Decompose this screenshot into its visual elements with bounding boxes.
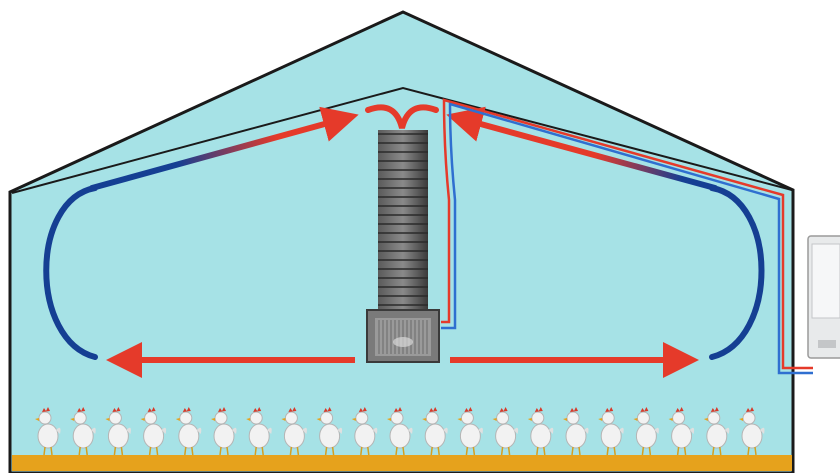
chicken-icon (422, 407, 448, 456)
chicken-icon (211, 407, 237, 456)
vertical-air-duct (378, 130, 428, 312)
chicken-icon (316, 407, 343, 456)
chicken-icon (351, 407, 378, 456)
refrigerant-pipe-red (441, 98, 813, 370)
chicken-icon (633, 407, 659, 456)
chicken-icon (457, 407, 483, 456)
chicken-icon (492, 407, 519, 456)
chicken-icon (35, 407, 61, 456)
airflow-right-loop (709, 185, 765, 360)
chicken-icon (175, 407, 202, 456)
airflow-left-top (89, 106, 359, 191)
chicken-icon (527, 407, 554, 456)
ceiling-line (11, 86, 793, 194)
chicken-icon (246, 407, 272, 456)
chicken-icon (387, 407, 413, 456)
chicken-icon (668, 407, 695, 456)
chicken-flock (35, 407, 765, 456)
chicken-icon (563, 407, 589, 456)
indoor-unit-icon (366, 309, 440, 363)
floor (12, 455, 792, 471)
chicken-icon (598, 407, 624, 456)
chicken-icon (70, 407, 96, 456)
chicken-icon (281, 407, 307, 456)
refrigerant-pipe-blue (441, 102, 813, 375)
airflow-left-loop (43, 185, 98, 360)
chicken-icon (140, 407, 167, 456)
chicken-icon (703, 407, 730, 456)
chicken-icon (739, 407, 765, 456)
chicken-icon (105, 407, 131, 456)
airflow-top-outlet (365, 104, 439, 129)
airflow-right-top (446, 106, 718, 191)
outdoor-unit-icon (807, 235, 840, 359)
